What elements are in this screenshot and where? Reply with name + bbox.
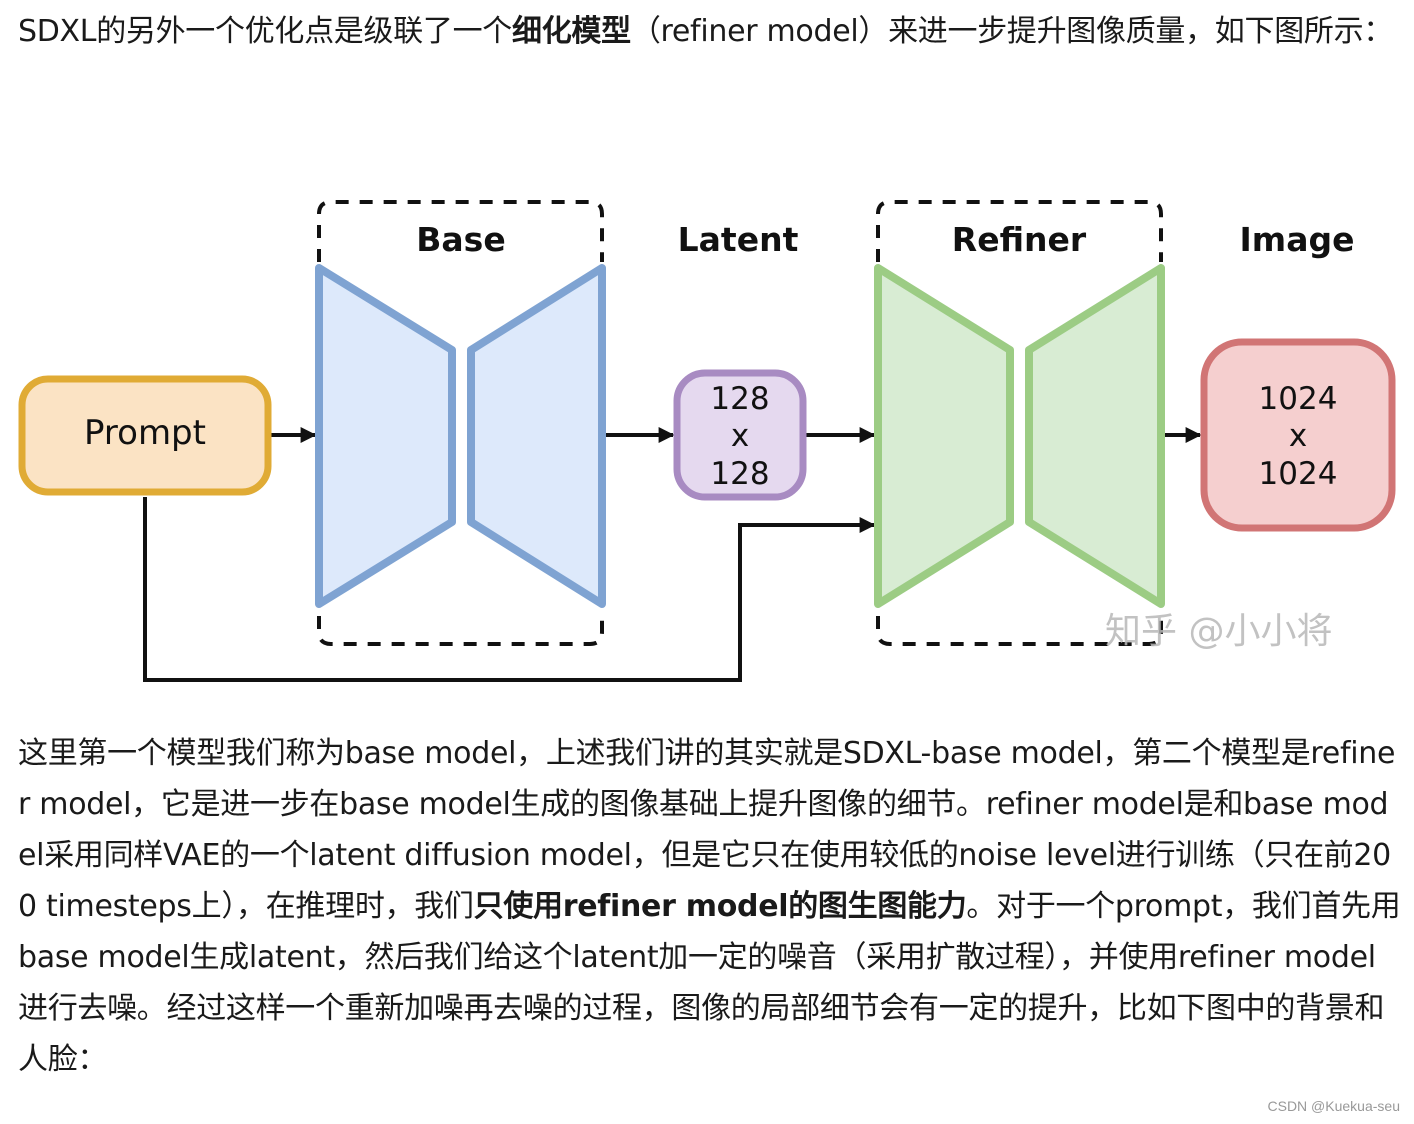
- body-paragraph: 这里第一个模型我们称为base model，上述我们讲的其实就是SDXL-bas…: [18, 728, 1403, 1085]
- latent-size-bottom: 128: [710, 456, 769, 492]
- image-box: [1200, 338, 1396, 532]
- image-size-top: 1024: [1259, 381, 1338, 417]
- latent-label: Latent: [678, 220, 799, 259]
- intro-paragraph: SDXL的另外一个优化点是级联了一个细化模型（refiner model）来进一…: [18, 6, 1398, 57]
- csdn-author-credit: CSDN @Kuekua-seu: [1267, 1098, 1401, 1114]
- base-decoder-shape: [467, 264, 606, 608]
- prompt-box: [18, 375, 272, 496]
- prompt-label: Prompt: [84, 413, 206, 453]
- image-size-x: x: [1289, 418, 1307, 454]
- refiner-dashed-box: [876, 200, 1163, 646]
- latent-size-top: 128: [710, 381, 769, 417]
- latent-size-x: x: [731, 418, 749, 454]
- base-encoder-shape: [315, 264, 456, 608]
- image-label: Image: [1240, 220, 1355, 259]
- intro-text-2: （refiner model）来进一步提升图像质量，如下图所示：: [630, 14, 1394, 49]
- intro-text-1: SDXL的另外一个优化点是级联了一个: [18, 14, 513, 49]
- body-bold-phrase: 只使用refiner model的图生图能力: [473, 889, 967, 924]
- body-text-1: 这里第一个模型我们称为base model，上述我们讲的其实就是SDXL-bas…: [18, 736, 1396, 924]
- image-size-bottom: 1024: [1259, 456, 1338, 492]
- intro-bold-term: 细化模型: [512, 14, 631, 49]
- body-text-2: 。对于一个prompt，我们首先用base model生成latent，然后我们…: [18, 889, 1401, 1077]
- arrow-prompt-to-refiner: [143, 497, 876, 682]
- latent-box: [673, 369, 807, 501]
- refiner-label: Refiner: [952, 220, 1087, 259]
- base-dashed-box: [317, 200, 604, 646]
- sdxl-pipeline-diagram: Prompt Base Latent 128 x 128 Refiner Ima…: [18, 200, 1396, 682]
- refiner-decoder-shape: [1025, 264, 1165, 608]
- zhihu-watermark: 知乎 @小小将: [1105, 611, 1333, 652]
- base-label: Base: [416, 220, 505, 259]
- refiner-encoder-shape: [874, 264, 1014, 608]
